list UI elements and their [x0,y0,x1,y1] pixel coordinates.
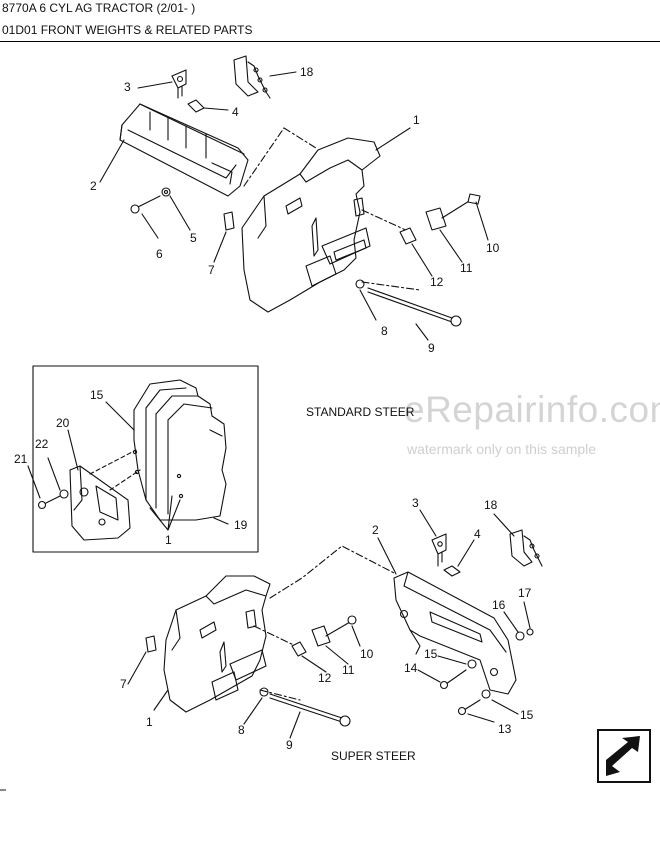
clip-7-top [223,211,235,231]
caption-standard-steer: STANDARD STEER [306,405,415,419]
front-weight-bracket-top [119,103,249,197]
callout-6-top: 6 [156,247,163,261]
callout-9-bottom: 9 [286,738,293,752]
next-page-arrow-icon[interactable] [597,729,651,783]
callout-8-bottom: 8 [238,723,245,737]
chain-hook-top [233,55,271,99]
callout-7-bottom: 7 [120,677,127,691]
callout-10-bottom: 10 [360,647,374,661]
inset-frame [32,365,259,553]
callout-22-inset: 22 [35,437,49,451]
callout-5-top: 5 [190,231,197,245]
washer-8-top [355,279,365,289]
callout-15-inset: 15 [90,388,104,402]
nut-12-top [399,227,417,245]
front-weight-bracket-bottom [393,571,517,695]
callout-1-top: 1 [413,113,420,127]
callout-1-inset: 1 [165,533,172,547]
clip-7-bottom [145,635,157,653]
callout-11-bottom: 11 [342,663,355,677]
callout-15b-bottom: 15 [520,708,534,722]
bolt-6 [135,195,161,209]
watermark-brand: eRepairinfo.com [404,389,660,430]
callout-15a-bottom: 15 [424,647,438,661]
callout-18-top: 18 [300,65,314,79]
weight-bracket-inset [69,465,131,541]
callout-4-bottom: 4 [474,527,481,541]
callout-8-top: 8 [381,324,388,338]
callout-3-top: 3 [124,80,131,94]
watermark-note: watermark only on this sample [407,441,597,457]
callout-2-bottom: 2 [372,523,379,537]
callout-13-bottom: 13 [498,722,512,736]
callout-4-top: 4 [232,105,239,119]
bolt-21-inset [43,495,61,505]
page-model-title: 8770A 6 CYL AG TRACTOR (2/01- ) [2,1,196,15]
main-weight-top [241,137,381,313]
callout-14-bottom: 14 [404,661,418,675]
callout-2-top: 2 [90,179,97,193]
washer-5 [161,187,171,197]
callout-17-bottom: 17 [518,586,532,600]
callout-19-inset: 19 [234,518,248,532]
page-section-title: 01D01 FRONT WEIGHTS & RELATED PARTS [2,23,253,37]
stacked-weights-inset [132,379,227,521]
washer-22-inset [59,489,69,499]
callout-10-top: 10 [486,241,500,255]
plate-11-top [425,207,447,231]
header-rule [0,41,660,42]
callout-21-inset: 21 [14,452,28,466]
callout-12-top: 12 [430,275,444,289]
callout-12-bottom: 12 [318,671,332,685]
callout-11-top: 11 [460,261,473,275]
callout-18-bottom: 18 [484,498,498,512]
main-weight-bottom [163,575,271,713]
clip-top [187,99,205,113]
rod-9-top [367,287,453,319]
caption-super-steer: SUPER STEER [331,749,416,763]
callout-16-bottom: 16 [492,598,506,612]
callout-20-inset: 20 [56,416,70,430]
callout-1-bottom: 1 [146,715,153,729]
callout-7-top: 7 [208,263,215,277]
retainer-top [171,69,187,99]
callout-3-bottom: 3 [412,496,419,510]
callout-9-top: 9 [428,341,435,355]
